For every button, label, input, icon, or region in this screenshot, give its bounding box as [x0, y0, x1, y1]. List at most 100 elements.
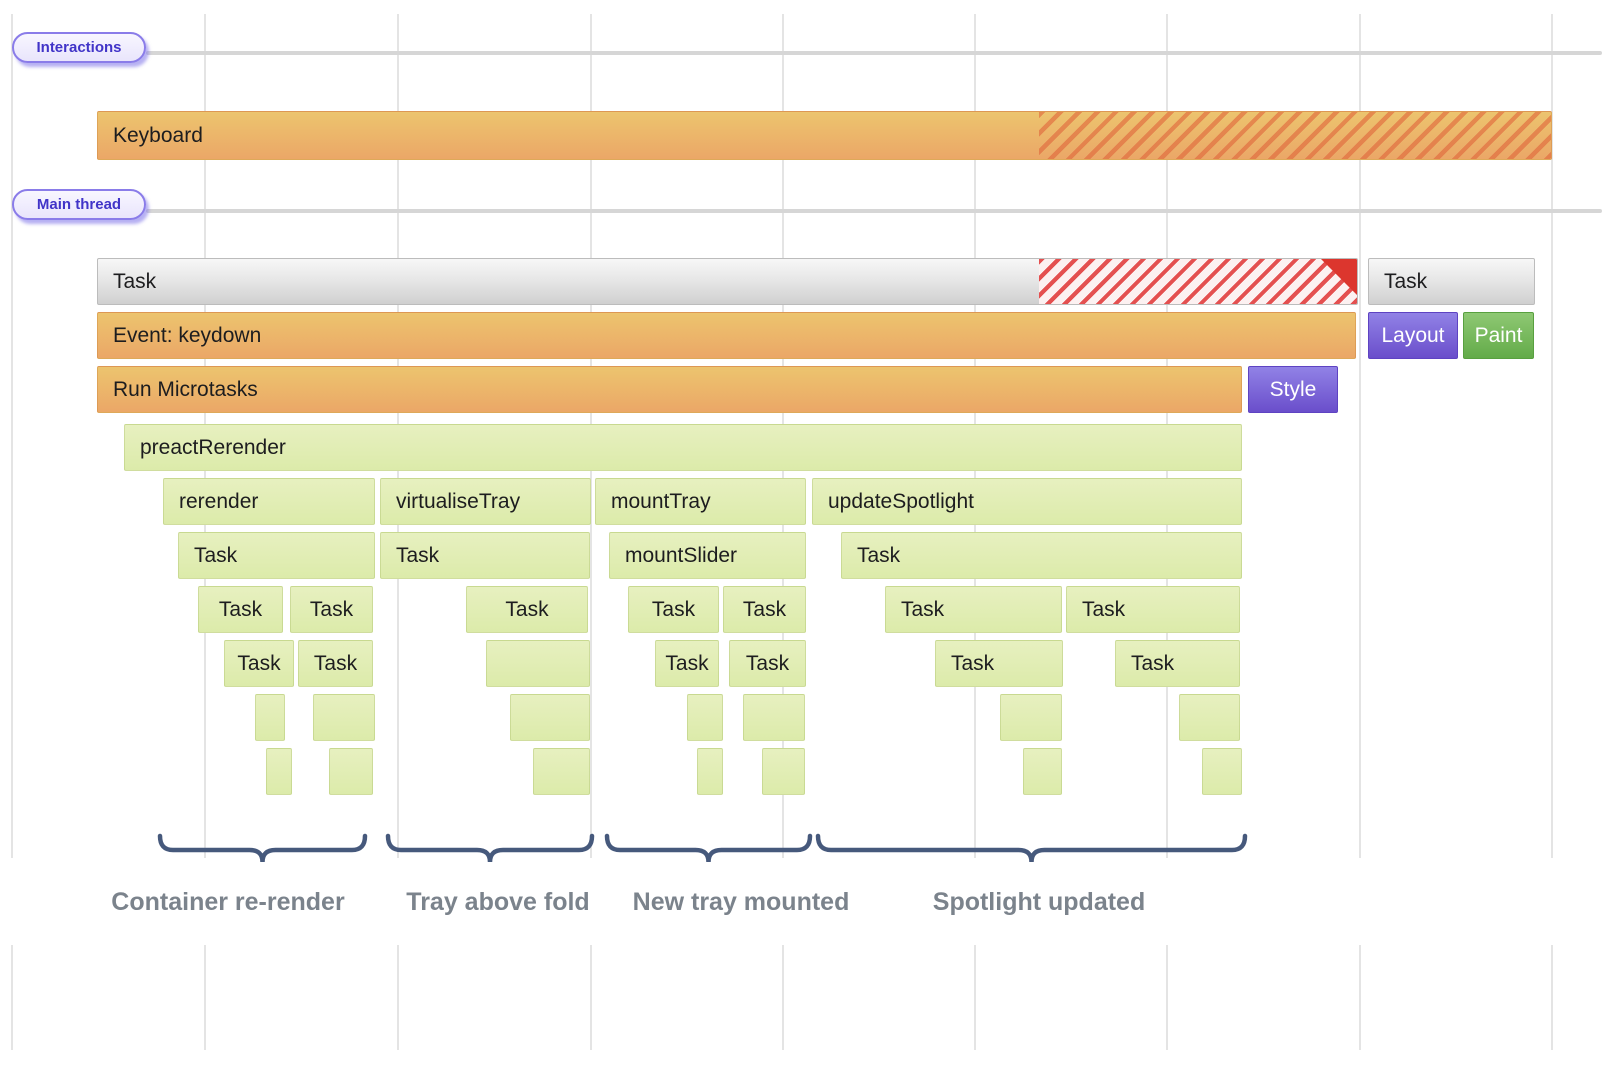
flame-bar-label: Task [951, 651, 995, 675]
main-thread-track-pill[interactable]: Main thread [12, 189, 146, 220]
flame-bar-label: Keyboard [113, 123, 203, 147]
flame-bar-task[interactable]: Task [178, 532, 375, 579]
flame-bar-updatespotlight[interactable]: updateSpotlight [812, 478, 1242, 525]
flame-bar-task[interactable]: Task [729, 640, 806, 687]
flame-bar-task[interactable]: Task [935, 640, 1063, 687]
flame-bar-label: Run Microtasks [113, 377, 258, 401]
flame-bar-event-keydown[interactable]: Event: keydown [97, 312, 1356, 359]
flame-bar-label: Layout [1381, 323, 1445, 347]
flame-bar-task[interactable]: Task [723, 586, 806, 633]
flame-bar-task[interactable]: Task [198, 586, 283, 633]
flame-bar-unlabeled[interactable] [313, 694, 375, 741]
flame-bar-label: mountTray [611, 489, 711, 513]
flame-bar-label: preactRerender [140, 435, 286, 459]
flame-bar-label: Task [113, 269, 157, 293]
flame-bar-task[interactable]: Task [1368, 258, 1535, 305]
flame-bar-label: rerender [179, 489, 259, 513]
flame-bar-layout[interactable]: Layout [1368, 312, 1458, 359]
flame-bar-unlabeled[interactable] [762, 748, 805, 795]
phase-caption-new-tray-mounted: New tray mounted [632, 888, 850, 916]
interactions-track-label: Interactions [36, 39, 122, 56]
flame-bar-preactrerender[interactable]: preactRerender [124, 424, 1242, 471]
grid-line [974, 945, 976, 1050]
flame-bar-task[interactable]: Task [655, 640, 719, 687]
flame-bar-task[interactable]: Task [1066, 586, 1240, 633]
flame-bar-label: Task [1384, 269, 1428, 293]
long-task-warning-triangle-icon [1321, 259, 1357, 295]
flame-bar-unlabeled[interactable] [743, 694, 805, 741]
flame-bar-label: Task [745, 651, 790, 675]
flame-bar-style[interactable]: Style [1248, 366, 1338, 413]
flame-bar-label: updateSpotlight [828, 489, 974, 513]
flame-bar-label: Task [742, 597, 787, 621]
flame-bar-task[interactable]: Task [97, 258, 1358, 305]
unattributed-time-hatch [1039, 259, 1357, 304]
flame-bar-label: Task [396, 543, 440, 567]
grid-line [11, 945, 13, 1050]
flame-bar-label: Task [665, 651, 709, 675]
phase-brace [385, 833, 595, 863]
grid-line [1359, 945, 1361, 1050]
phase-caption-tray-above-fold: Tray above fold [406, 888, 590, 916]
flame-bar-label: Event: keydown [113, 323, 262, 347]
grid-line [11, 14, 13, 858]
flame-bar-label: Paint [1474, 323, 1523, 347]
phase-brace [815, 833, 1248, 863]
phase-caption-spotlight-updated: Spotlight updated [932, 888, 1146, 916]
flame-bar-task[interactable]: Task [380, 532, 590, 579]
flame-bar-task[interactable]: Task [290, 586, 373, 633]
track-separator-line [146, 51, 1602, 55]
track-separator-line [146, 209, 1602, 213]
flame-bar-task[interactable]: Task [224, 640, 294, 687]
flame-bar-task[interactable]: Task [298, 640, 373, 687]
flame-bar-task[interactable]: Task [466, 586, 588, 633]
flame-bar-unlabeled[interactable] [697, 748, 723, 795]
flame-bar-unlabeled[interactable] [1000, 694, 1062, 741]
flame-bar-run-microtasks[interactable]: Run Microtasks [97, 366, 1242, 413]
unattributed-time-hatch [1039, 112, 1551, 159]
grid-line [1551, 14, 1553, 858]
flame-bar-unlabeled[interactable] [1179, 694, 1240, 741]
flame-bar-label: Task [857, 543, 901, 567]
grid-line [204, 945, 206, 1050]
flame-bar-unlabeled[interactable] [510, 694, 590, 741]
flame-bar-unlabeled[interactable] [687, 694, 723, 741]
flame-bar-unlabeled[interactable] [255, 694, 285, 741]
flame-bar-label: Task [194, 543, 238, 567]
flame-bar-unlabeled[interactable] [266, 748, 292, 795]
grid-line [1359, 14, 1361, 858]
flame-bar-rerender[interactable]: rerender [163, 478, 375, 525]
grid-line [1551, 945, 1553, 1050]
flame-bar-label: Task [313, 651, 358, 675]
flame-bar-task[interactable]: Task [841, 532, 1242, 579]
flame-bar-task[interactable]: Task [628, 586, 719, 633]
phase-brace [157, 833, 368, 863]
flame-bar-task[interactable]: Task [885, 586, 1062, 633]
flame-bar-virtualisetray[interactable]: virtualiseTray [380, 478, 591, 525]
flame-bar-mountslider[interactable]: mountSlider [609, 532, 806, 579]
flame-bar-unlabeled[interactable] [329, 748, 373, 795]
flame-bar-label: Task [651, 597, 696, 621]
flame-bar-paint[interactable]: Paint [1463, 312, 1534, 359]
grid-line [782, 945, 784, 1050]
flame-bar-unlabeled[interactable] [1202, 748, 1242, 795]
flame-bar-unlabeled[interactable] [486, 640, 590, 687]
flame-bar-unlabeled[interactable] [1023, 748, 1062, 795]
flame-bar-label: Style [1269, 377, 1317, 401]
flame-bar-mounttray[interactable]: mountTray [595, 478, 806, 525]
flame-bar-label: Task [1082, 597, 1126, 621]
grid-line [1166, 945, 1168, 1050]
flame-bar-keyboard[interactable]: Keyboard [97, 111, 1552, 160]
flame-bar-label: Task [309, 597, 354, 621]
flame-bar-label: Task [901, 597, 945, 621]
flame-bar-task[interactable]: Task [1115, 640, 1240, 687]
flame-bar-label: Task [218, 597, 263, 621]
flame-bar-label: Task [237, 651, 281, 675]
flame-bar-label: Task [505, 597, 549, 621]
grid-line [397, 945, 399, 1050]
phase-caption-container-re-render: Container re-render [111, 888, 345, 916]
interactions-track-pill[interactable]: Interactions [12, 32, 146, 63]
flame-bar-label: mountSlider [625, 543, 738, 567]
flame-bar-unlabeled[interactable] [533, 748, 590, 795]
